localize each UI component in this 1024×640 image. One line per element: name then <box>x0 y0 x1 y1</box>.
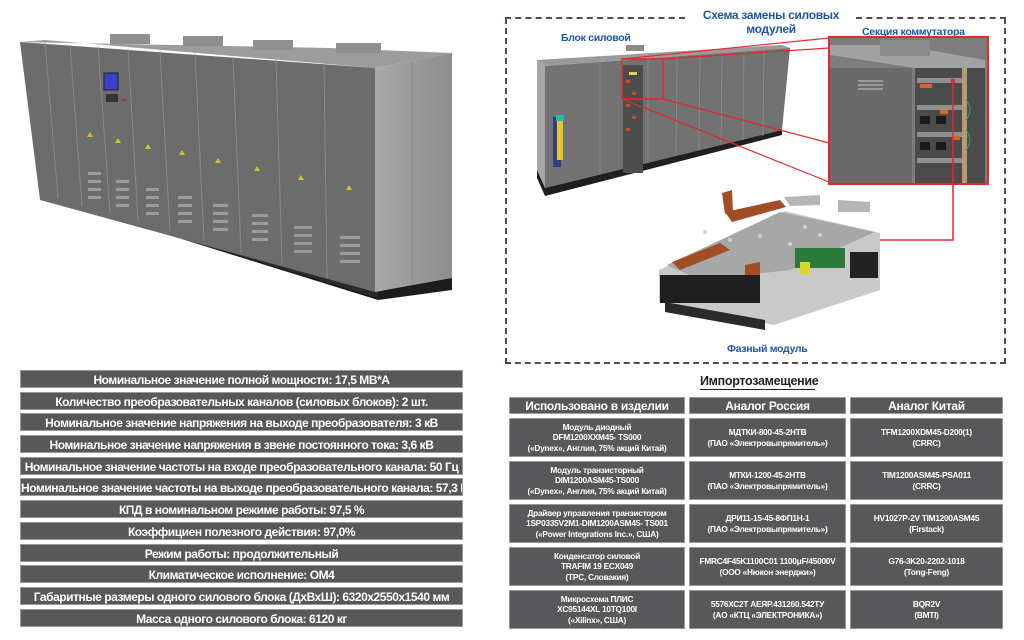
import-substitution-title: Импортозамещение <box>700 374 819 390</box>
table-row-transistor-driver: Драйвер управления транзистором 1SP0335V… <box>509 504 1003 543</box>
spec-list: Номинальное значение полной мощности: 17… <box>20 370 463 630</box>
cell-line: («Dynex», Англия, 75% акций Китай) <box>527 485 667 496</box>
cell-line: («Power Integrations Inc.», США) <box>535 528 659 539</box>
spec-row-apparent-power: Номинальное значение полной мощности: 17… <box>20 370 463 388</box>
cell-line: TRAFIM 19 ECX049 <box>560 561 634 572</box>
cell-line: Драйвер управления транзистором <box>527 507 667 518</box>
table-row-diode-module: Модуль диодный DFM1200XXM45- TS000 («Dyn… <box>509 418 1003 457</box>
cell-line: (АО «КТЦ «ЭЛЕКТРОНИКА») <box>712 609 823 620</box>
cell-line: МДТКИ-800-45-2НТВ <box>728 427 807 437</box>
spec-row-channel-count: Количество преобразовательных каналов (с… <box>20 391 463 410</box>
cell-russia: FMRC4F45K1100C01 1100μF/45000V (ООО «Нюк… <box>689 547 846 586</box>
cell-china: TIM1200ASM45-PSA011 (CRRC) <box>850 461 1003 500</box>
cell-used: Модуль диодный DFM1200XXM45- TS000 («Dyn… <box>509 418 685 457</box>
cell-line: 5576ХС2Т АЕЯР.431260.542ТУ <box>710 599 825 609</box>
cell-line: («Dynex», Англия, 75% акций Китай) <box>527 442 667 453</box>
spec-row-dimensions: Габаритные размеры одного силового блока… <box>20 586 463 605</box>
cell-russia: МТКИ-1200-45-2НТВ (ПАО «Электровыпрямите… <box>689 461 846 500</box>
spec-row-output-voltage: Номинальное значение напряжения на выход… <box>20 413 463 432</box>
cell-line: Конденсатор силовой <box>553 550 641 561</box>
cell-line: (TPC, Словакия) <box>565 571 629 582</box>
cell-line: Микросхема ПЛИС <box>560 593 634 604</box>
cell-line: XC95144XL 10TQ100I <box>557 604 637 615</box>
cell-line: Модуль диодный <box>562 421 632 432</box>
header-analog-russia: Аналог Россия <box>689 397 846 414</box>
cell-line: FMRC4F45K1100C01 1100μF/45000V <box>699 556 836 566</box>
cell-used: Драйвер управления транзистором 1SP0335V… <box>509 504 685 543</box>
cell-line: (CRRC) <box>912 480 941 491</box>
cell-line: ДРИ11-15-45-8ФП1Н-1 <box>725 513 810 523</box>
cell-china: HV1027P-2V TIM1200ASM45 (Firstack) <box>850 504 1003 543</box>
cell-line: G76-3K20-2202-1018 <box>888 556 965 566</box>
table-row-transistor-module: Модуль транзисторный DIM1200ASM45-TS000 … <box>509 461 1003 500</box>
cell-russia: ДРИ11-15-45-8ФП1Н-1 (ПАО «Электровыпрями… <box>689 504 846 543</box>
cell-russia: 5576ХС2Т АЕЯР.431260.542ТУ (АО «КТЦ «ЭЛЕ… <box>689 590 846 629</box>
cell-line: Модуль транзисторный <box>550 464 644 475</box>
label-switch-section: Секция коммутатора <box>862 26 965 38</box>
cell-used: Модуль транзисторный DIM1200ASM45-TS000 … <box>509 461 685 500</box>
cell-line: TIM1200ASM45-PSA011 <box>882 470 971 480</box>
label-power-block: Блок силовой <box>561 32 631 44</box>
header-analog-china: Аналог Китай <box>850 397 1003 414</box>
cell-line: (ПАО «Электровыпрямитель») <box>707 480 828 491</box>
spec-row-efficiency: Коэффициен полезного действия: 97,0% <box>20 521 463 540</box>
spec-row-climate-class: Климатическое исполнение: ОМ4 <box>20 565 463 584</box>
cell-line: («Xilinx», США) <box>567 614 627 625</box>
cell-line: (Firstack) <box>909 523 944 534</box>
cell-line: МТКИ-1200-45-2НТВ <box>729 470 806 480</box>
spec-row-dc-link-voltage: Номинальное значение напряжения в звене … <box>20 435 463 454</box>
table-header: Использовано в изделии Аналог Россия Ана… <box>509 397 1003 414</box>
cell-line: HV1027P-2V TIM1200ASM45 <box>873 513 980 523</box>
cell-china: TFM1200XDM45-D200(1) (CRRC) <box>850 418 1003 457</box>
cell-line: (ООО «Нюкон энерджи») <box>719 566 816 577</box>
spec-row-output-frequency: Номинальное значение частоты на выходе п… <box>20 478 463 497</box>
spec-row-mass: Масса одного силового блока: 6120 кг <box>20 608 463 627</box>
spec-row-operating-mode: Режим работы: продолжительный <box>20 543 463 562</box>
cell-china: G76-3K20-2202-1018 (Tong-Feng) <box>850 547 1003 586</box>
cell-line: TFM1200XDM45-D200(1) <box>881 427 972 437</box>
cell-line: BQR2V <box>912 599 941 609</box>
table-row-fpga-chip: Микросхема ПЛИС XC95144XL 10TQ100I («Xil… <box>509 590 1003 629</box>
label-phase-module: Фазный модуль <box>727 343 808 355</box>
import-substitution-table: Использовано в изделии Аналог Россия Ана… <box>509 397 1003 633</box>
cell-russia: МДТКИ-800-45-2НТВ (ПАО «Электровыпрямите… <box>689 418 846 457</box>
cell-line: 1SP0335V2M1-DIM1200ASM45- TS001 <box>526 518 668 529</box>
table-row-power-capacitor: Конденсатор силовой TRAFIM 19 ECX049 (TP… <box>509 547 1003 586</box>
cell-china: BQR2V (BMTI) <box>850 590 1003 629</box>
spec-row-efficiency-nominal: КПД в номинальном режиме работы: 97,5 % <box>20 500 463 519</box>
scheme-title: Схема замены силовых модулей <box>702 8 840 36</box>
cell-line: (ПАО «Электровыпрямитель») <box>707 437 828 448</box>
cell-line: (ПАО «Электровыпрямитель») <box>707 523 828 534</box>
scheme-frame-top-right <box>856 17 1006 19</box>
scheme-frame-top-left <box>505 17 685 19</box>
cell-used: Конденсатор силовой TRAFIM 19 ECX049 (TP… <box>509 547 685 586</box>
cell-line: (BMTI) <box>914 609 939 620</box>
scheme-frame <box>505 18 1006 364</box>
converter-cabinet-illustration <box>20 34 452 300</box>
header-used-in-product: Использовано в изделии <box>509 397 685 414</box>
cell-used: Микросхема ПЛИС XC95144XL 10TQ100I («Xil… <box>509 590 685 629</box>
spec-row-input-frequency: Номинальное значение частоты на входе пр… <box>20 456 463 475</box>
cell-line: DFM1200XXM45- TS000 <box>552 432 642 443</box>
cell-line: (Tong-Feng) <box>903 566 949 577</box>
cell-line: (CRRC) <box>912 437 941 448</box>
cell-line: DIM1200ASM45-TS000 <box>554 475 640 486</box>
